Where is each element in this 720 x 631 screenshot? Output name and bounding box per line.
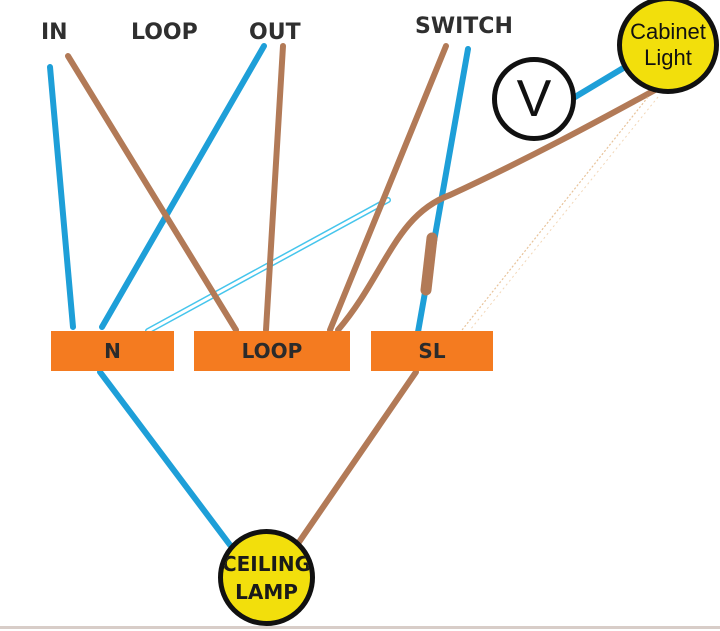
wire-faint-2 bbox=[469, 96, 659, 331]
terminal-switched-live: SL bbox=[371, 331, 493, 371]
wire-loop-out bbox=[263, 43, 286, 333]
wire-sl-to-ceiling-lamp bbox=[294, 369, 419, 548]
terminal-switched-live-label: SL bbox=[418, 339, 446, 363]
label-loop: LOOP bbox=[131, 20, 198, 45]
label-switch: SWITCH bbox=[415, 14, 513, 39]
wire-neutral-to-ceiling-lamp bbox=[97, 369, 233, 548]
cabinet-light: Cabinet Light bbox=[617, 0, 719, 94]
bottom-border bbox=[0, 626, 720, 629]
brown-sleeve bbox=[420, 232, 438, 296]
cabinet-light-label-line1: Cabinet bbox=[630, 18, 706, 44]
ceiling-lamp-label-line1: CEILING bbox=[221, 551, 312, 576]
terminal-neutral: N bbox=[51, 331, 174, 371]
terminal-loop: LOOP bbox=[194, 331, 350, 371]
wire-switch-live bbox=[327, 43, 449, 333]
label-out: OUT bbox=[249, 20, 301, 45]
terminal-loop-label: LOOP bbox=[241, 339, 303, 363]
wire-cabinet-light-live bbox=[335, 87, 658, 333]
wire-faint-1 bbox=[461, 96, 649, 331]
voltmeter-symbol: V bbox=[492, 57, 576, 141]
terminal-neutral-label: N bbox=[104, 339, 121, 363]
wire-cabinet-to-voltmeter bbox=[572, 64, 628, 100]
label-in: IN bbox=[41, 20, 68, 45]
wire-loop-in bbox=[65, 53, 239, 333]
cabinet-light-label-line2: Light bbox=[644, 45, 692, 70]
wire-out-neutral bbox=[99, 43, 267, 330]
wire-in-neutral bbox=[47, 64, 76, 330]
voltmeter-label: V bbox=[516, 70, 552, 128]
ceiling-lamp-label-line2: LAMP bbox=[235, 579, 298, 604]
ceiling-lamp: CEILING LAMP bbox=[218, 529, 315, 626]
